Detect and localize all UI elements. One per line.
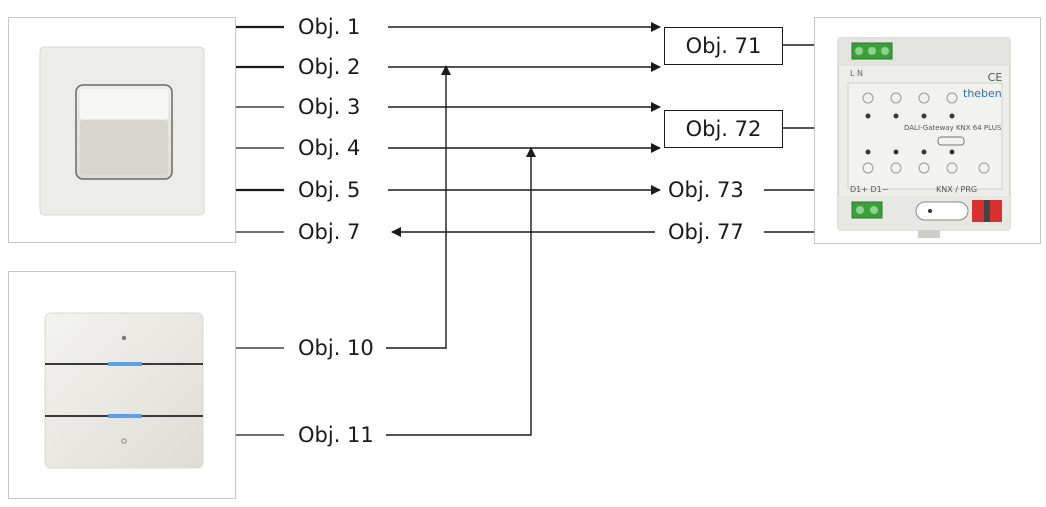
gateway-device: CE bbox=[837, 37, 1011, 238]
presence-sensor-device bbox=[39, 46, 205, 216]
gateway-top-pins: L N bbox=[850, 69, 863, 78]
gateway-bottom-right: KNX / PRG bbox=[936, 185, 978, 194]
sensor-lens bbox=[80, 89, 168, 119]
label-obj-11: Obj. 11 bbox=[298, 423, 374, 447]
button-dot-1 bbox=[121, 335, 127, 341]
sensor-lower bbox=[80, 120, 168, 175]
label-obj-1: Obj. 1 bbox=[298, 15, 361, 39]
gateway-brand: theben bbox=[963, 87, 1002, 100]
prog-button bbox=[915, 201, 969, 221]
button-led-1 bbox=[108, 362, 142, 366]
label-obj-71: Obj. 71 bbox=[664, 27, 783, 65]
label-obj-73: Obj. 73 bbox=[668, 178, 744, 202]
label-obj-3: Obj. 3 bbox=[298, 95, 361, 119]
button-dot-2 bbox=[121, 438, 127, 444]
label-obj-10: Obj. 10 bbox=[298, 336, 374, 360]
label-obj-7: Obj. 7 bbox=[298, 220, 361, 244]
button-plate bbox=[44, 312, 204, 469]
label-obj-72: Obj. 72 bbox=[664, 110, 783, 148]
bottom-terminal bbox=[851, 201, 883, 219]
connection-lines bbox=[236, 22, 814, 436]
label-obj-4: Obj. 4 bbox=[298, 136, 361, 160]
label-obj-5: Obj. 5 bbox=[298, 178, 361, 202]
label-obj-2: Obj. 2 bbox=[298, 55, 361, 79]
push-button-device bbox=[44, 312, 204, 469]
gateway-model: DALI-Gateway KNX 64 PLUS bbox=[904, 124, 1002, 132]
gateway-bottom-left: D1+ D1− bbox=[850, 185, 889, 194]
label-obj-77: Obj. 77 bbox=[668, 220, 744, 244]
svg-text:CE: CE bbox=[988, 71, 1003, 84]
button-led-2 bbox=[108, 414, 142, 418]
